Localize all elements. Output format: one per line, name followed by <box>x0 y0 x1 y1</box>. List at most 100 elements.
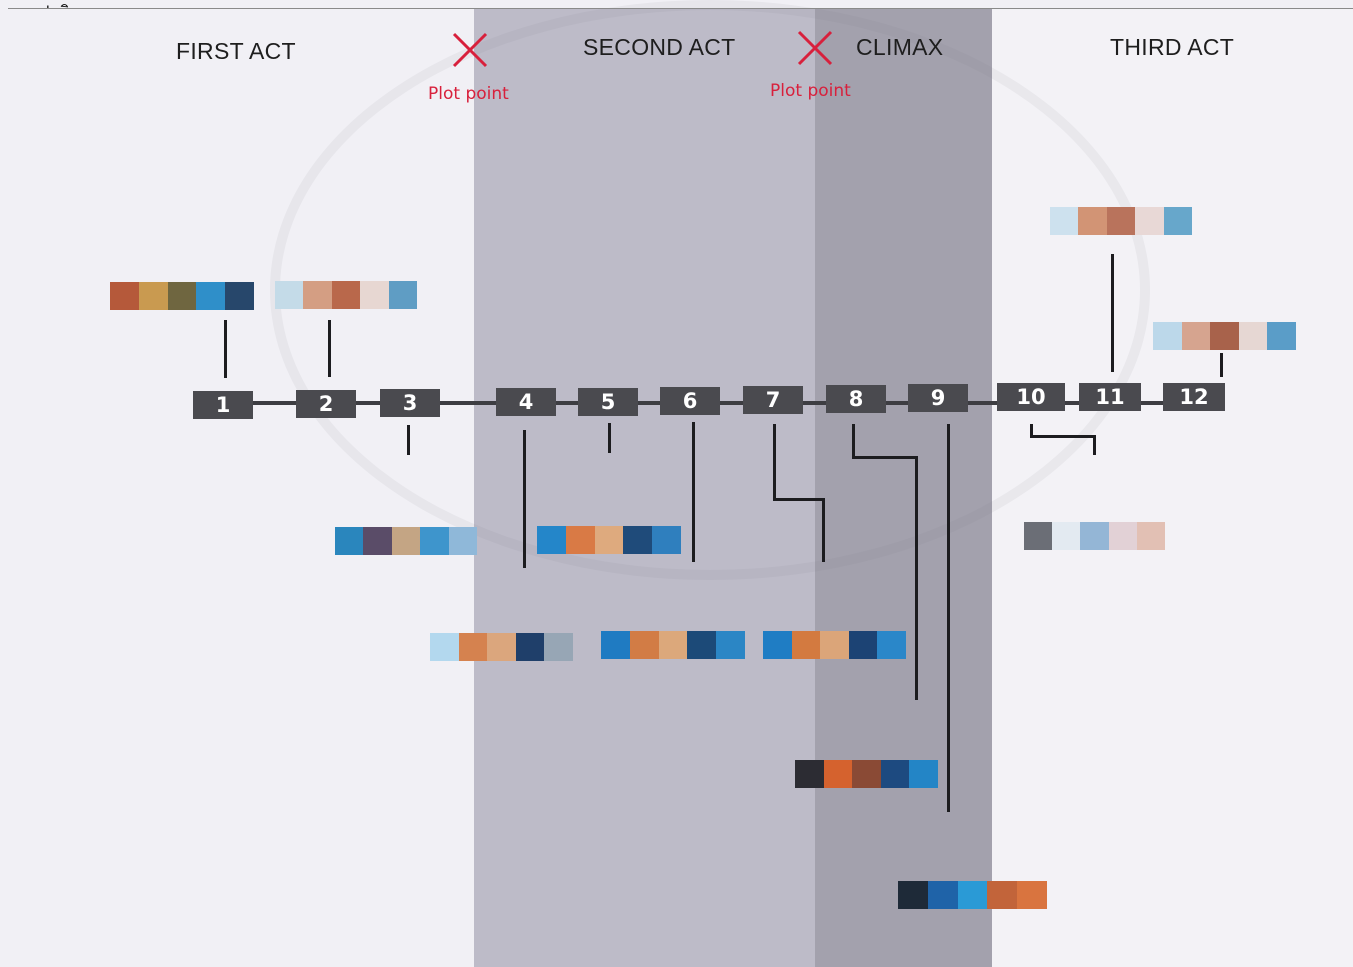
color-swatch <box>927 881 958 909</box>
color-palette <box>110 282 254 310</box>
x-mark-icon <box>452 32 488 68</box>
timeline-node-5: 5 <box>578 388 638 416</box>
color-swatch <box>687 631 717 659</box>
color-palette <box>1153 322 1296 350</box>
color-swatch <box>1106 207 1136 235</box>
connector-line <box>328 320 331 377</box>
color-swatch <box>1135 207 1164 235</box>
color-swatch <box>795 760 824 788</box>
timeline-node-12: 12 <box>1163 383 1225 411</box>
color-swatch <box>1052 522 1081 550</box>
climax-label: CLIMAX <box>856 34 944 60</box>
color-palette <box>537 526 681 554</box>
color-swatch <box>275 281 304 309</box>
color-palette <box>601 631 745 659</box>
timeline-node-11: 11 <box>1079 383 1141 411</box>
connector-line <box>1093 435 1096 455</box>
color-swatch <box>537 526 566 554</box>
color-swatch <box>110 282 139 310</box>
color-swatch <box>1181 322 1211 350</box>
color-palette <box>795 760 938 788</box>
second-act-label: SECOND ACT <box>583 34 736 60</box>
x-mark-icon <box>797 30 833 66</box>
connector-line <box>947 424 950 812</box>
color-swatch <box>852 760 881 788</box>
color-swatch <box>1136 522 1166 550</box>
connector-line <box>1220 353 1223 377</box>
color-swatch <box>880 760 910 788</box>
color-swatch <box>138 282 168 310</box>
color-palette <box>335 527 478 555</box>
timeline-node-4: 4 <box>496 388 556 416</box>
color-swatch <box>601 631 630 659</box>
color-swatch <box>1050 207 1079 235</box>
first-act-label: FIRST ACT <box>176 38 296 64</box>
timeline-node-1: 1 <box>193 391 253 419</box>
color-palette <box>1024 522 1166 550</box>
color-palette <box>430 633 573 661</box>
color-swatch <box>363 527 392 555</box>
timeline-node-9: 9 <box>908 384 968 412</box>
connector-line <box>608 423 611 453</box>
color-swatch <box>303 281 332 309</box>
color-swatch <box>335 527 364 555</box>
color-swatch <box>629 631 659 659</box>
color-swatch <box>594 526 624 554</box>
color-swatch <box>716 631 745 659</box>
color-swatch <box>658 631 688 659</box>
color-swatch <box>1210 322 1239 350</box>
color-swatch <box>225 282 254 310</box>
color-swatch <box>430 633 459 661</box>
third-act-label: THIRD ACT <box>1110 34 1235 60</box>
connector-line <box>852 424 855 458</box>
color-swatch <box>196 282 226 310</box>
plot-point-label: Plot point <box>428 84 509 104</box>
connector-line <box>1030 435 1096 438</box>
color-swatch <box>1078 207 1107 235</box>
timeline-node-10: 10 <box>997 383 1065 411</box>
timeline-node-2: 2 <box>296 390 356 418</box>
timeline-node-7: 7 <box>743 386 803 414</box>
color-swatch <box>388 281 418 309</box>
color-swatch <box>544 633 573 661</box>
color-swatch <box>391 527 421 555</box>
color-swatch <box>1238 322 1268 350</box>
color-swatch <box>987 881 1018 909</box>
timeline-node-8: 8 <box>826 385 886 413</box>
color-swatch <box>898 881 928 909</box>
color-swatch <box>1024 522 1053 550</box>
color-swatch <box>848 631 878 659</box>
color-swatch <box>331 281 361 309</box>
color-swatch <box>623 526 653 554</box>
color-swatch <box>360 281 389 309</box>
color-swatch <box>957 881 988 909</box>
color-swatch <box>167 282 197 310</box>
color-swatch <box>1017 881 1047 909</box>
color-swatch <box>448 527 478 555</box>
color-swatch <box>1080 522 1109 550</box>
color-swatch <box>565 526 595 554</box>
color-swatch <box>458 633 488 661</box>
connector-line <box>915 456 918 700</box>
color-swatch <box>420 527 449 555</box>
color-swatch <box>820 631 849 659</box>
connector-line <box>773 498 825 501</box>
connector-line <box>692 422 695 562</box>
color-swatch <box>515 633 545 661</box>
color-swatch <box>1108 522 1137 550</box>
color-swatch <box>1163 207 1193 235</box>
top-border-line <box>8 8 1353 9</box>
color-swatch <box>763 631 792 659</box>
timeline-node-3: 3 <box>380 389 440 417</box>
connector-line <box>224 320 227 378</box>
color-swatch <box>791 631 821 659</box>
color-swatch <box>487 633 516 661</box>
color-swatch <box>823 760 853 788</box>
connector-line <box>773 424 776 500</box>
color-swatch <box>1267 322 1296 350</box>
connector-line <box>407 425 410 455</box>
connector-line <box>852 456 918 459</box>
color-palette <box>1050 207 1193 235</box>
color-palette <box>275 281 418 309</box>
